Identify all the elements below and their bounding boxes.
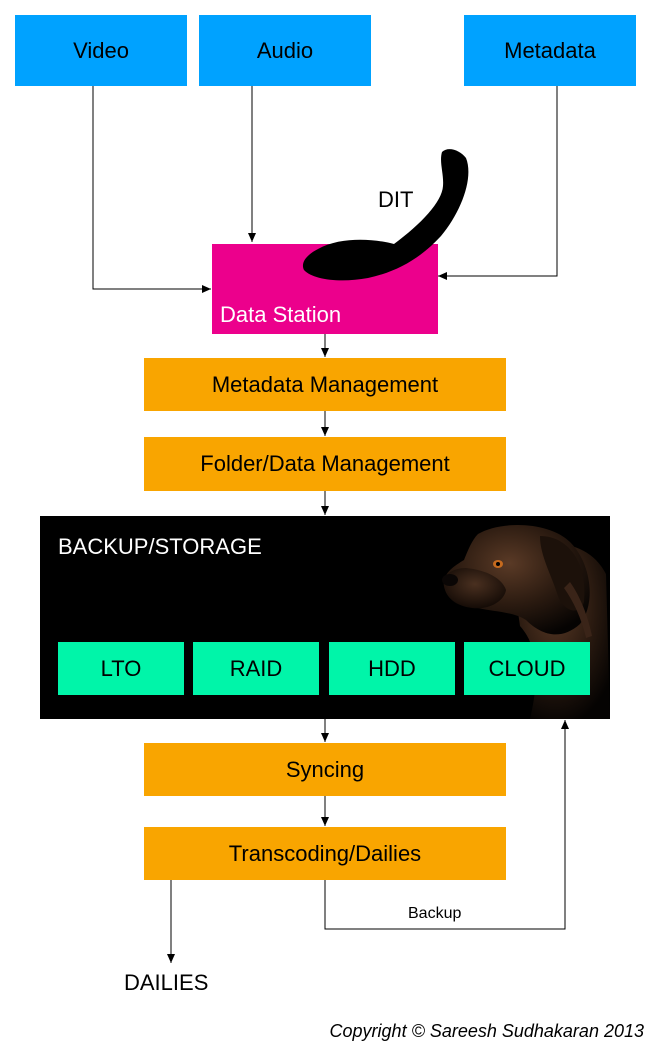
metadata-management-box: Metadata Management [144,358,506,411]
backup-storage-title: BACKUP/STORAGE [58,534,262,559]
backup-label: Backup [408,905,462,922]
audio-label: Audio [256,37,314,63]
dailies-label: DAILIES [124,970,209,995]
video-to-station-line [92,86,211,293]
metadata-label: Metadata [504,37,596,63]
metadata-source-box: Metadata [464,15,636,86]
raid-media-box: RAID [193,642,319,695]
backup-storage-box: BACKUP/STORAGE LTO RAID HDD CLOUD [40,516,610,719]
cloud-media-box: CLOUD [464,642,590,695]
audio-source-box: Audio [199,15,371,86]
folder-data-management-box: Folder/Data Management [144,437,506,491]
transcoding-dailies-label: Transcoding/Dailies [228,840,422,866]
metadata-to-station-line [438,86,558,280]
video-source-box: Video [15,15,187,86]
raid-label: RAID [229,655,283,681]
data-station-label: Data Station [220,302,342,327]
syncing-box: Syncing [144,743,506,796]
video-label: Video [73,37,129,63]
syncing-label: Syncing [285,756,365,782]
hdd-label: HDD [368,655,416,681]
transcoding-dailies-box: Transcoding/Dailies [144,827,506,880]
lto-media-box: LTO [58,642,184,695]
lto-label: LTO [100,655,142,681]
folder-data-management-label: Folder/Data Management [200,451,450,476]
metadata-management-label: Metadata Management [211,371,439,397]
telephone-handset-icon [302,149,469,281]
backup-loop-line [324,720,569,930]
cloud-label: CLOUD [488,655,566,681]
dit-label: DIT [378,187,414,212]
copyright-text: Copyright © Sareesh Sudhakaran 2013 [329,1021,644,1041]
hdd-media-box: HDD [329,642,455,695]
